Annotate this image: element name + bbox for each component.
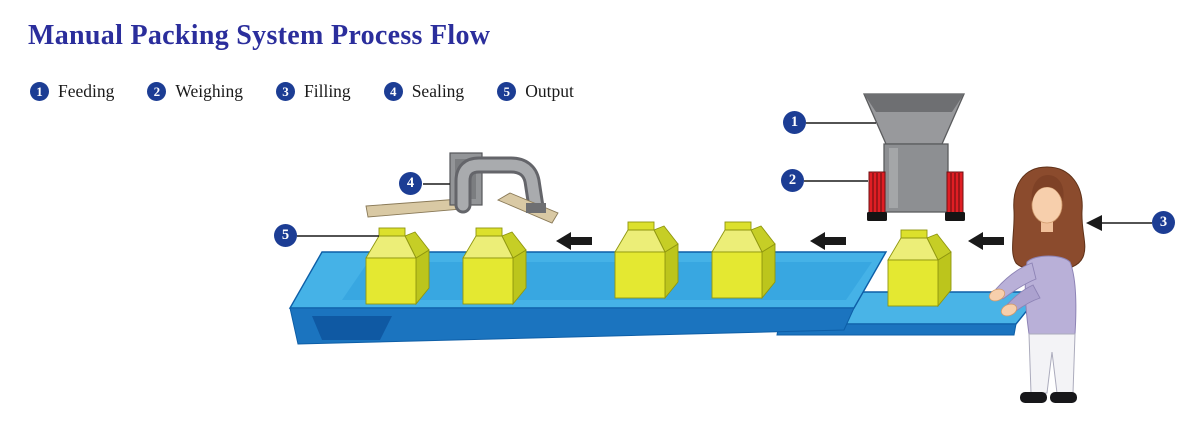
callout-3-arrowhead	[1086, 215, 1102, 231]
hopper-funnel-opening	[864, 94, 964, 112]
legend-item-filling: 3 Filling	[276, 81, 351, 102]
step-4-badge: 4	[383, 82, 403, 101]
step-3-badge: 3	[276, 82, 295, 101]
hopper-body-highlight	[889, 148, 898, 208]
legend-label-sealing: Sealing	[411, 81, 465, 101]
weigher-left-coils	[872, 173, 882, 212]
step-1-badge: 1	[30, 82, 49, 101]
step-2-badge: 2	[147, 82, 167, 101]
package-filling	[887, 229, 952, 307]
sealing-bar-left	[365, 198, 463, 218]
sealing-machine	[365, 152, 559, 224]
flow-arrow-icon	[810, 232, 846, 250]
operator-shoe	[1020, 392, 1047, 403]
callout-5-output: 5	[274, 224, 297, 247]
weighing-heads	[867, 171, 965, 221]
legend-label-weighing: Weighing	[175, 81, 243, 101]
weigher-right-coils	[950, 173, 960, 212]
legend-item-output: 5 Output	[497, 81, 574, 102]
legend-item-feeding: 1 Feeding	[30, 81, 114, 102]
legend-label-output: Output	[525, 81, 574, 101]
weigher-left-cap	[867, 212, 887, 221]
legend-item-weighing: 2 Weighing	[147, 81, 243, 102]
legend-item-sealing: 4 Sealing	[383, 81, 465, 102]
operator-shoe	[1050, 392, 1077, 403]
callout-2-weighing: 2	[781, 169, 804, 192]
legend: 1 Feeding 2 Weighing 3 Filling 4 Sealing…	[30, 81, 574, 102]
callout-3-filling: 3	[1152, 211, 1175, 234]
feeding-hopper	[863, 93, 965, 221]
operator-hand	[1000, 303, 1018, 317]
step-5-badge: 5	[497, 82, 517, 101]
package-sealing	[462, 227, 527, 305]
package-queue-1	[614, 221, 679, 299]
weigher-right-cap	[945, 212, 965, 221]
flow-arrow-icon	[968, 232, 1004, 250]
sealer-arm	[457, 159, 542, 213]
conveyor-frame-opening	[312, 316, 392, 340]
conveyor-front	[289, 307, 855, 345]
page-title: Manual Packing System Process Flow	[28, 20, 491, 51]
legend-label-filling: Filling	[304, 81, 351, 101]
callout-4-sealing: 4	[399, 172, 422, 195]
operator-face	[1031, 186, 1063, 224]
package-output	[365, 227, 430, 305]
callout-1-feeding: 1	[783, 111, 806, 134]
sealer-nozzle	[526, 203, 546, 213]
operator-bangs	[1031, 175, 1064, 203]
operator-hand	[988, 288, 1006, 302]
flow-arrows	[556, 232, 1004, 250]
operator-arm-upper	[995, 262, 1037, 300]
operator	[988, 166, 1086, 403]
callout-lines	[297, 122, 1152, 237]
operator-pants	[1028, 333, 1076, 394]
package-queue-2	[711, 221, 776, 299]
flow-arrow-icon	[556, 232, 592, 250]
legend-label-feeding: Feeding	[58, 81, 115, 101]
